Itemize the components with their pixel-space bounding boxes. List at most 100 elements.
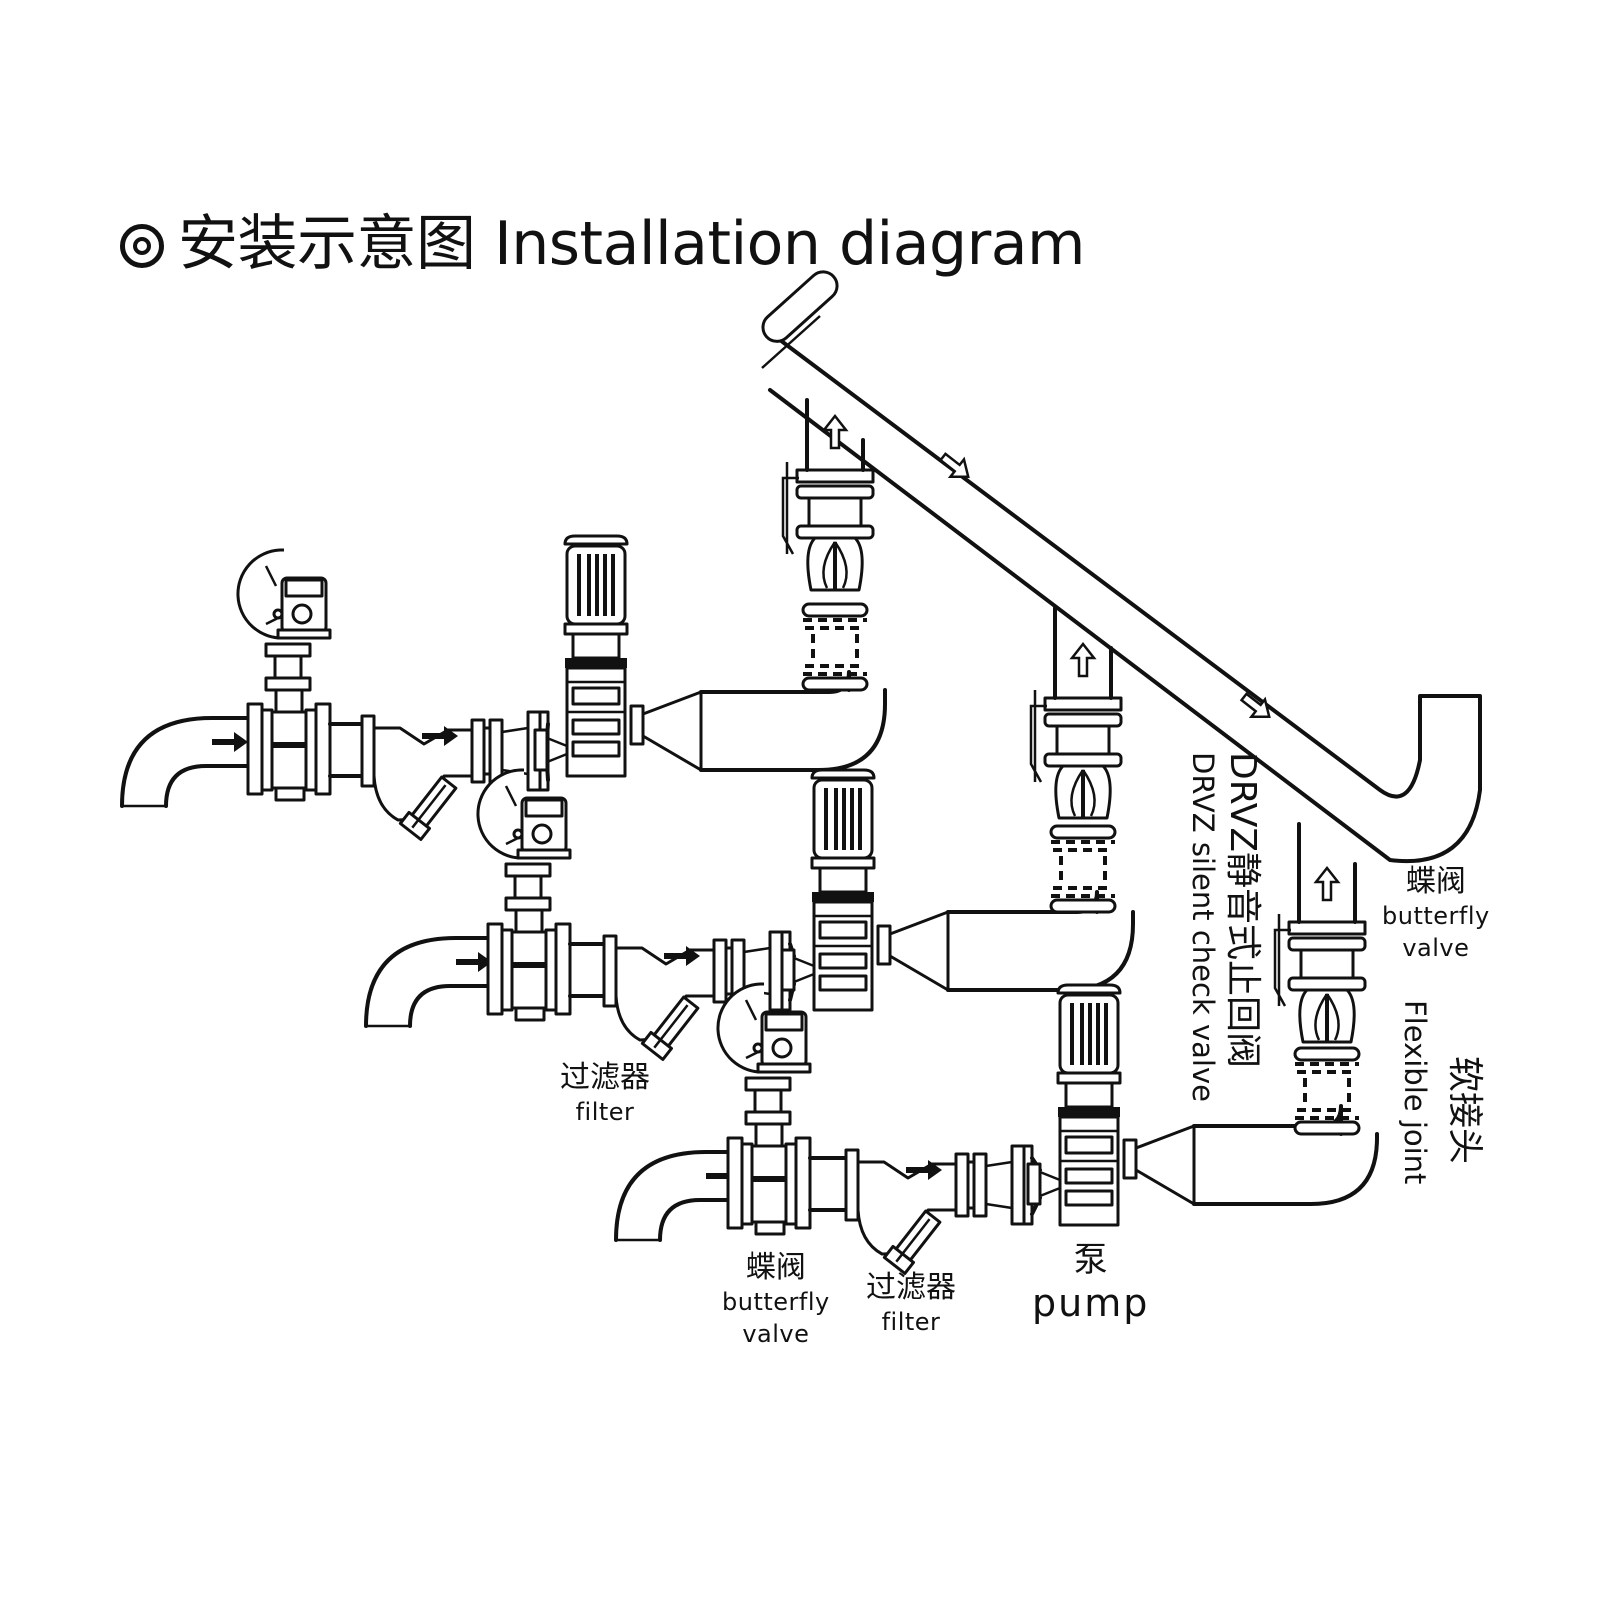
diagram-shape [801,602,869,618]
diagram-title: 安装示意图 Installation diagram [120,208,1085,280]
header-pipe [761,270,1482,864]
butterfly-valve-label-right-en1: butterfly [1382,902,1490,930]
diagram-shape [524,798,564,818]
flow-arrow-up-icon [1313,865,1341,902]
valve-body [510,930,548,1010]
diagram-shape [513,874,543,900]
diagram-shape [818,952,868,970]
inlet-elbow [364,936,490,1028]
diagram-shape [1192,1132,1379,1206]
suction-flange [533,728,549,772]
diagram-shape [1295,1062,1359,1074]
diagram-shape [571,718,621,736]
butterfly-valve-label-bottom-en1: butterfly [722,1288,830,1316]
filter-flange [360,714,376,788]
flexible-joint [801,602,869,692]
valve-lever [1029,690,1047,783]
handwheel-icon [476,768,525,860]
check-valve [781,462,875,592]
diagram-shape [1299,948,1355,980]
diagram-shape [812,892,874,902]
check-valve-label-en: DRVZ silent check valve [1186,752,1220,1102]
diagram-shape [744,999,758,1021]
filter [360,710,550,841]
diagram-shape [571,740,621,758]
diagram-shape [1059,856,1107,884]
diagram-shape [504,785,518,807]
double-circle-icon [120,224,164,268]
diagram-shape [801,676,869,692]
diagram-shape [328,722,364,778]
diagram-shape [1051,886,1115,898]
motor-cap [1056,983,1122,995]
inlet-elbow [614,1150,730,1242]
valve-stem [514,908,544,934]
diagram-shape [1303,1078,1351,1106]
valve-flange [246,702,264,796]
filter-flange [844,1148,860,1222]
diagram-shape [1070,769,1096,817]
diagram-shape [516,848,572,860]
butterfly-valve [236,548,332,802]
diagram-shape [1064,1167,1114,1185]
filter-label-bottom-en: filter [881,1308,941,1336]
diagram-shape [752,1042,764,1054]
diagram-shape [938,452,970,479]
diagram-shape [1064,1189,1114,1207]
pump-label-zh: 泵 [1073,1240,1108,1280]
diagram-shape [754,1220,786,1236]
diagram-shape [1051,840,1115,852]
valve-flange [314,702,332,796]
flow-arrow-icon [456,952,492,972]
diagram-shape [653,1004,689,1049]
diagram-shape [764,1012,804,1032]
filter-flange [1010,1144,1026,1226]
diagram-shape [264,565,278,587]
suction-flange [780,948,796,992]
diagram-shape [265,616,279,626]
diagram-shape [1043,752,1123,768]
diagram-shape [946,910,1135,992]
diagram-shape [1055,724,1111,756]
diagram-shape [276,628,332,640]
butterfly-valve [716,982,812,1236]
expander [641,690,703,772]
diagram-shape [795,468,875,484]
diagram-shape [793,956,815,984]
coupling [1064,1081,1114,1109]
diagram-shape [1293,1120,1361,1136]
diagram-shape [488,718,504,784]
diagram-shape [514,1006,546,1022]
flow-arrow-up-icon [1069,641,1097,678]
valve-lever [1273,914,1291,1007]
riser-pipe [1297,822,1357,924]
diagram-shape [795,484,875,500]
filter-leg [640,995,700,1061]
diagram-shape [1049,898,1117,914]
header-pipe-body [768,338,1482,864]
valve-lever [781,462,799,555]
diagram-shape [1064,1135,1114,1155]
butterfly-valve-label-bottom: 蝶阀 butterfly valve [722,1250,830,1350]
diagram-shape [504,896,552,912]
diagram-shape [761,315,821,369]
valve-body [270,710,308,790]
valve-stem [754,1122,784,1148]
diagram-title-text: 安装示意图 Installation diagram [178,209,1085,279]
filter-leg [882,1209,942,1275]
filter-flange [712,938,728,1004]
diagram-shape [1239,692,1271,719]
pump [563,534,629,778]
diagram-shape [501,726,529,734]
filter-flange [768,930,784,1012]
diagram-shape [1049,824,1117,840]
diagram-shape [274,786,306,802]
diagram-shape [803,618,867,630]
diagram-shape [745,1050,759,1060]
diagram-shape [1287,920,1367,936]
diagram-shape [699,688,887,772]
diagram-shape [568,942,606,998]
flexible-joint [1049,824,1117,914]
diagram-shape [811,634,859,662]
check-valve [1029,690,1123,820]
